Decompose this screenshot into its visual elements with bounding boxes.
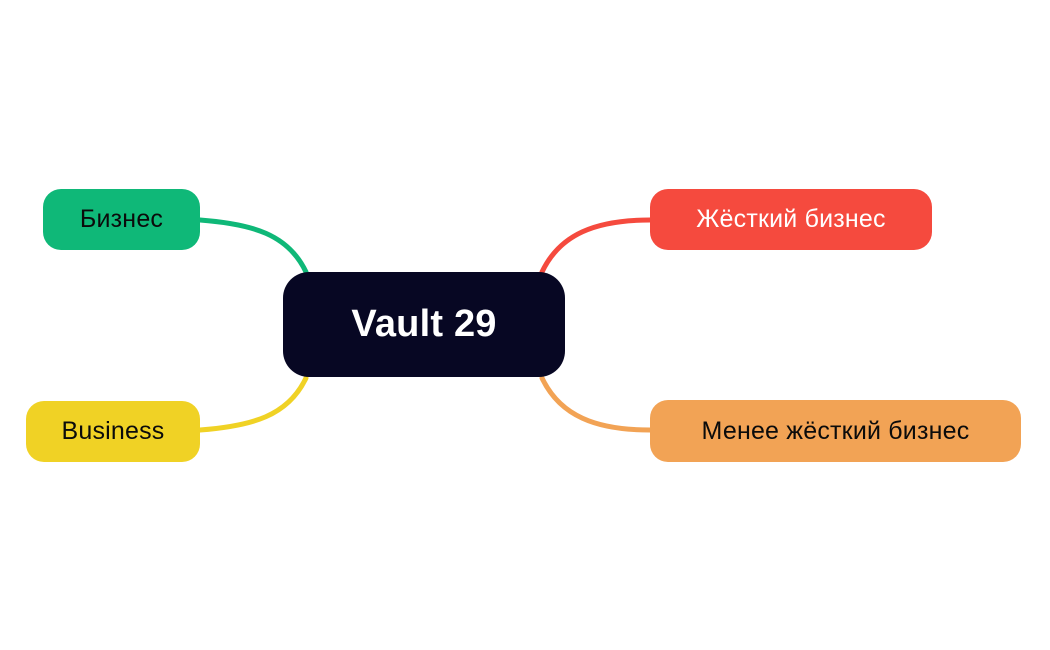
node-business-label: Business (61, 417, 165, 445)
connector-root-to-business (197, 375, 309, 433)
connector-root-to-biznes (197, 217, 309, 275)
node-zhestkiy-biznes[interactable]: Жёсткий бизнес (650, 189, 932, 250)
node-biznes[interactable]: Бизнес (43, 189, 200, 250)
node-business[interactable]: Business (26, 401, 200, 462)
node-biznes-label: Бизнес (79, 205, 164, 233)
node-root-vault29[interactable]: Vault 29 (283, 272, 565, 377)
node-menee-zhestkiy-biznes[interactable]: Менее жёсткий бизнес (650, 400, 1021, 462)
node-root-vault29-label: Vault 29 (351, 303, 497, 345)
connector-root-to-zhestkiy (539, 217, 653, 275)
node-menee-zhestkiy-biznes-label: Менее жёсткий бизнес (701, 416, 970, 445)
connector-root-to-menee (539, 375, 653, 433)
node-zhestkiy-biznes-label: Жёсткий бизнес (696, 205, 886, 233)
